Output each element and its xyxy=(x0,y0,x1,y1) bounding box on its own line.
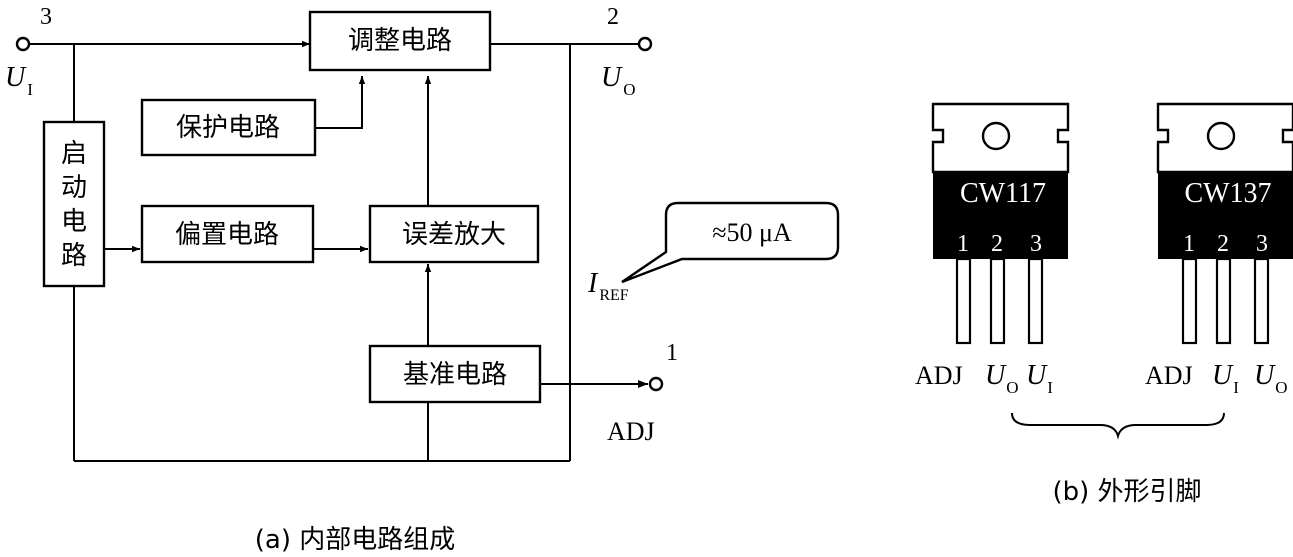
bias-circuit-block xyxy=(140,204,315,264)
output-terminal xyxy=(637,36,653,52)
package-cw117: CW117 1 2 3 ADJ UO UI xyxy=(915,102,1070,397)
cw117-pin-3 xyxy=(1027,257,1044,345)
cw117-pin-1 xyxy=(955,257,972,345)
adj-terminal xyxy=(648,376,664,392)
protect-circuit-block xyxy=(140,98,317,157)
start-circuit-char-2: 动 xyxy=(61,173,87,203)
cw117-pin-num-2: 2 xyxy=(991,231,1003,257)
pin-compatibility-brace xyxy=(1011,412,1225,440)
adjust-circuit-block xyxy=(308,10,492,72)
cw117-mounting-hole xyxy=(981,121,1011,151)
cw137-pin-3 xyxy=(1253,257,1270,345)
cw137-mounting-hole xyxy=(1206,121,1236,151)
cw137-pin-num-3: 3 xyxy=(1256,231,1268,257)
protect-circuit-label: 保护电路 xyxy=(176,113,280,143)
cw137-pin-2 xyxy=(1215,257,1232,345)
start-circuit-char-1: 启 xyxy=(61,139,87,169)
iref-callout-text: ≈50 μA xyxy=(712,218,792,247)
cw137-pin-label-3: UO xyxy=(1254,360,1288,397)
cw137-pin-label-2: UI xyxy=(1212,360,1239,397)
cw137-pin-label-1: ADJ xyxy=(1145,361,1193,390)
caption-b: (b) 外形引脚 xyxy=(1052,477,1201,507)
adjust-circuit-label: 调整电路 xyxy=(348,26,452,56)
error-amp-label: 误差放大 xyxy=(402,220,506,250)
adj-pin-number: 1 xyxy=(666,340,678,366)
error-amp-block xyxy=(368,204,540,264)
start-circuit-block xyxy=(42,120,106,288)
cw117-pin-label-1: ADJ xyxy=(915,361,963,390)
output-pin-number: 2 xyxy=(607,4,619,30)
input-pin-number: 3 xyxy=(40,4,52,30)
reference-circuit-block xyxy=(368,344,542,404)
cw137-model: CW137 xyxy=(1184,178,1271,209)
caption-a: (a) 内部电路组成 xyxy=(255,525,456,555)
start-circuit-char-3: 电 xyxy=(61,207,87,237)
cw137-pin-num-1: 1 xyxy=(1183,231,1195,257)
cw117-pin-label-2: UO xyxy=(985,360,1019,397)
cw117-model: CW117 xyxy=(960,178,1046,209)
adj-label: ADJ xyxy=(607,417,655,446)
bias-circuit-label: 偏置电路 xyxy=(175,220,279,250)
iref-callout-bubble xyxy=(621,201,840,284)
start-circuit-char-4: 路 xyxy=(61,241,87,271)
cw117-pin-num-3: 3 xyxy=(1030,231,1042,257)
cw117-body xyxy=(933,172,1068,259)
protect-to-adjust-wire xyxy=(315,76,366,129)
input-terminal xyxy=(15,36,31,52)
package-cw137: CW137 1 2 3 ADJ UI UO xyxy=(1145,102,1293,397)
cw117-pin-num-1: 1 xyxy=(957,231,969,257)
cw117-pin-2 xyxy=(989,257,1006,345)
cw137-pin-num-2: 2 xyxy=(1217,231,1229,257)
cw137-body xyxy=(1158,172,1293,259)
internal-circuit: 调整电路 保护电路 启 动 电 路 偏置电路 误差放大 基准电路 ≈50 μA … xyxy=(5,4,840,555)
reference-circuit-label: 基准电路 xyxy=(403,360,507,390)
cw117-pin-label-3: UI xyxy=(1026,360,1053,397)
cw137-pin-1 xyxy=(1181,257,1198,345)
